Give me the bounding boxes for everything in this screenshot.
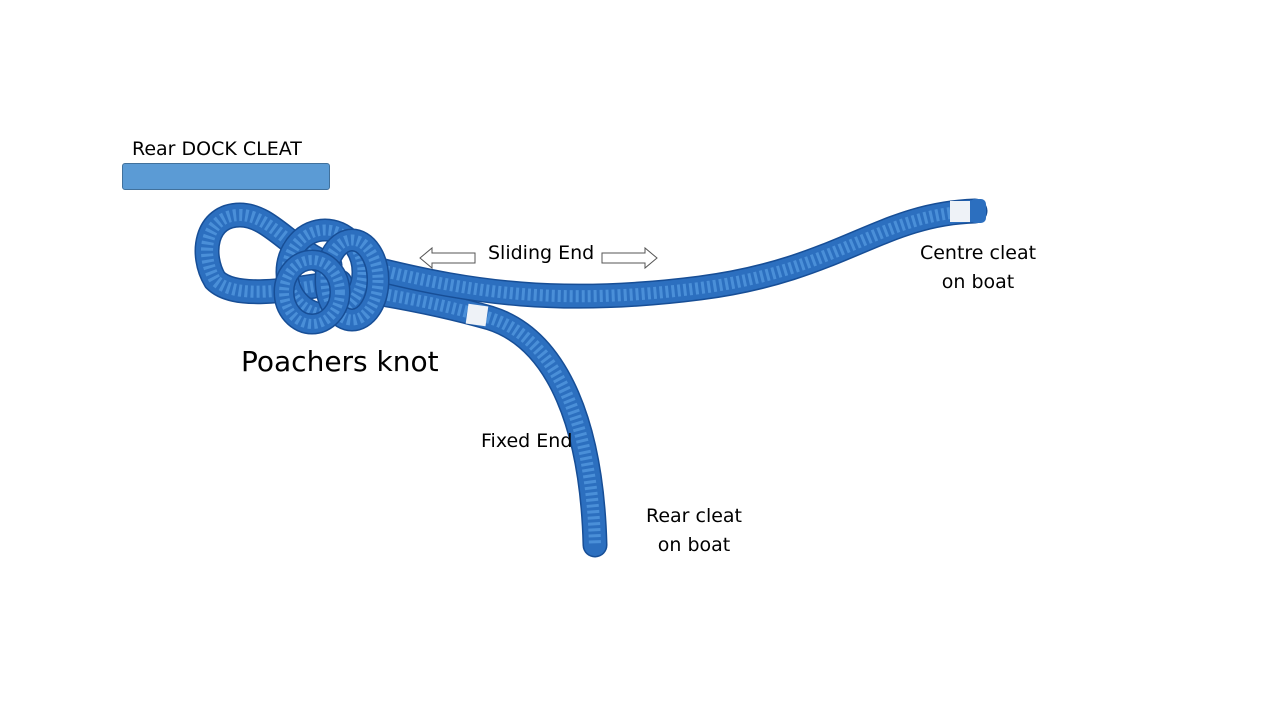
fixed-end-label: Fixed End: [481, 430, 573, 452]
rope-outline: [357, 279, 608, 558]
rope-braid-texture: [369, 286, 602, 546]
rear-cleat-line2: on boat: [657, 534, 731, 556]
sliding-end-tip: [970, 199, 986, 223]
arrow-left-icon: [419, 246, 476, 270]
rear-cleat-line1: Rear cleat: [645, 505, 743, 527]
dock-cleat-label: Rear DOCK CLEAT: [132, 138, 302, 160]
dock-cleat-bar: [122, 163, 330, 190]
fixed-end-whipping: [465, 303, 489, 327]
rope-braid-texture: [279, 255, 345, 329]
sliding-end-whipping: [950, 201, 970, 222]
knot-name-label: Poachers knot: [241, 345, 439, 378]
centre-cleat-line2: on boat: [941, 271, 1015, 293]
sliding-end-label: Sliding End: [488, 242, 595, 264]
fixed-end-rope: [359, 281, 606, 556]
rope-braid-texture: [201, 208, 341, 298]
centre-cleat-line1: Centre cleat: [919, 242, 1037, 264]
arrow-right-icon: [601, 246, 658, 270]
rope-braid-texture: [320, 234, 384, 326]
centre-cleat-label: Centre cleat on boat: [898, 239, 1058, 297]
rope-braid-texture: [378, 204, 976, 303]
rear-cleat-label: Rear cleat on boat: [614, 502, 774, 560]
